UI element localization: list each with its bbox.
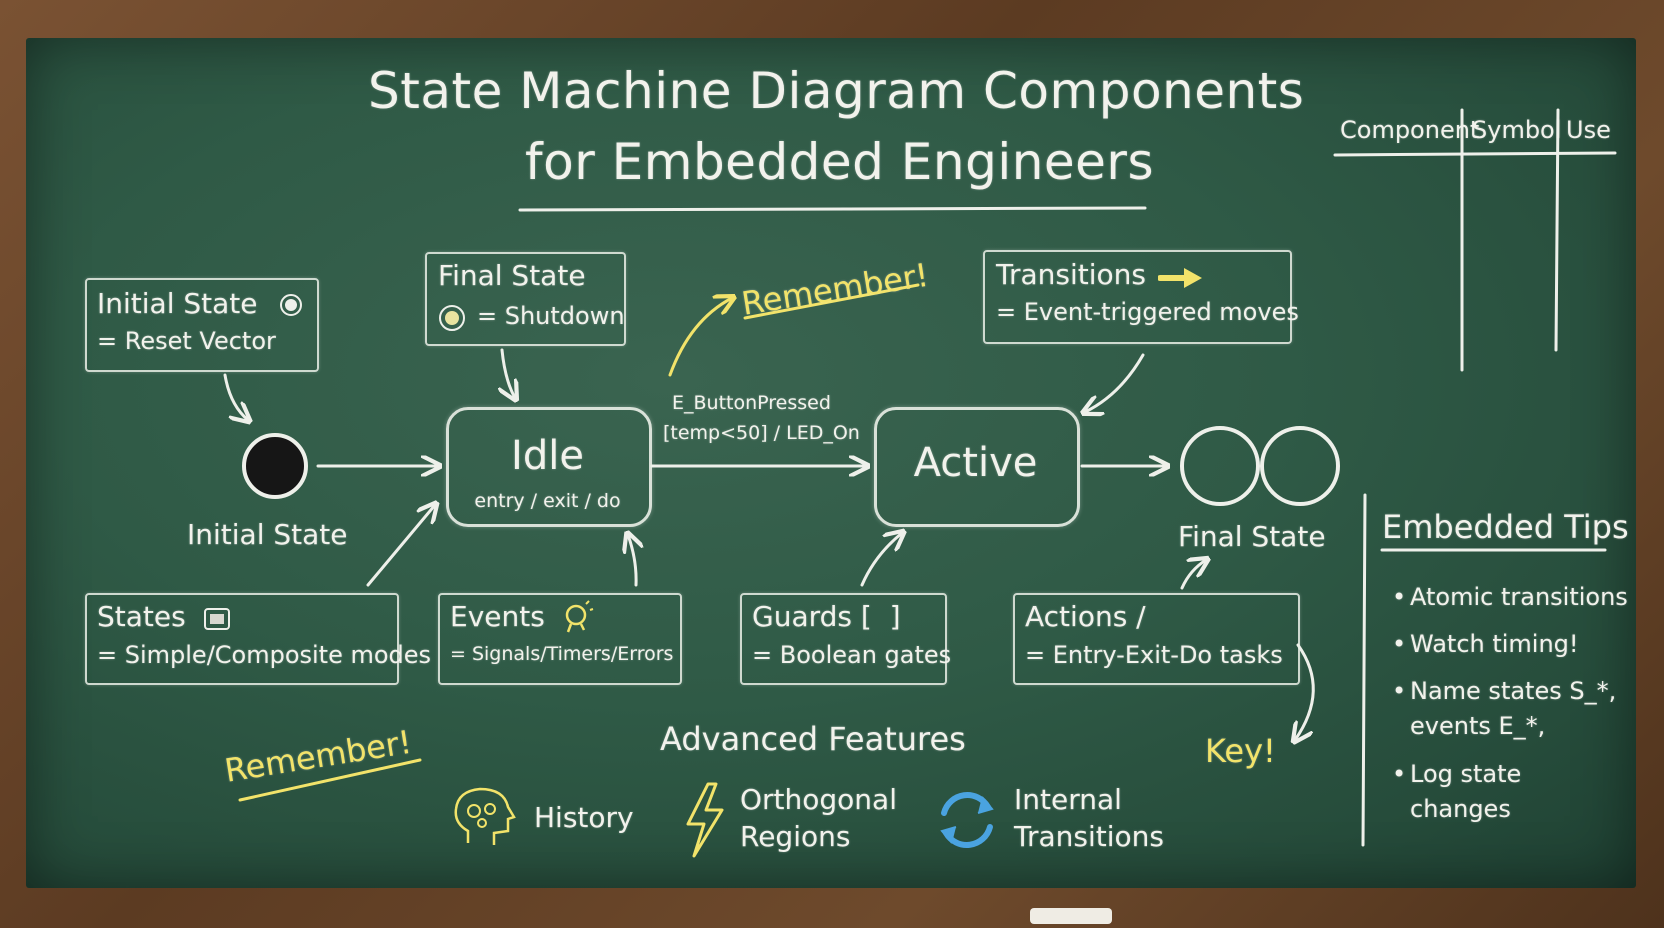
bullseye-icon	[439, 305, 465, 331]
legend-guards-box	[740, 593, 947, 685]
advanced-internal-label-1: Internal	[1014, 783, 1122, 816]
initial-state-dot	[242, 433, 308, 499]
legend-final-title: Final State	[438, 259, 586, 292]
legend-events-title: Events	[450, 600, 545, 633]
legend-guards-title: Guards [ ]	[752, 600, 901, 633]
tip-bullet-2: •	[1392, 630, 1407, 658]
table-header-use: Use	[1566, 116, 1611, 144]
title-line-1: State Machine Diagram Components	[368, 62, 1305, 120]
tip-4-line-2: changes	[1410, 795, 1511, 823]
legend-transitions-title: Transitions	[996, 258, 1146, 291]
final-state-circle-left	[1180, 426, 1260, 506]
lightning-icon	[686, 782, 724, 858]
initial-dot-icon	[280, 294, 302, 316]
chalk-piece	[1030, 908, 1112, 924]
state-active-name: Active	[913, 440, 1038, 486]
arrow-remember-top	[668, 298, 732, 377]
legend-transitions-desc: = Event-triggered moves	[996, 298, 1299, 326]
state-box-icon	[204, 608, 230, 630]
state-idle	[446, 407, 652, 527]
tip-bullet-3: •	[1392, 677, 1407, 705]
tip-3-line-2: events E_*,	[1410, 712, 1546, 740]
advanced-history-label: History	[534, 801, 634, 834]
arrow-initial-box-to-dot	[223, 373, 248, 420]
legend-initial-state-box	[85, 278, 319, 372]
arrow-events-to-idle	[628, 535, 636, 587]
legend-actions-desc: = Entry-Exit-Do tasks	[1025, 641, 1283, 669]
title-underline	[518, 206, 1147, 212]
advanced-internal-label-2: Transitions	[1014, 820, 1164, 853]
transition-event-label: E_ButtonPressed	[672, 392, 831, 414]
transition-guard-label: [temp<50] / LED_On	[663, 422, 860, 444]
legend-states-title: States	[97, 600, 186, 633]
key-note: Key!	[1205, 732, 1276, 770]
tip-bullet-4: •	[1392, 760, 1407, 788]
lightbulb-icon	[565, 600, 594, 633]
final-state-circle-right	[1260, 426, 1340, 506]
title-line-2: for Embedded Engineers	[525, 133, 1155, 191]
table-header-component: Component	[1340, 116, 1480, 144]
tip-2: Watch timing!	[1410, 630, 1579, 658]
legend-actions-box	[1013, 593, 1300, 685]
advanced-orthogonal-label-2: Regions	[740, 820, 851, 853]
tips-divider	[1361, 493, 1367, 847]
legend-actions-title: Actions /	[1025, 600, 1146, 633]
arrow-final-box-to-idle	[502, 348, 515, 398]
legend-initial-desc: = Reset Vector	[97, 327, 276, 355]
tips-title: Embedded Tips	[1382, 508, 1629, 546]
arrow-states-to-idle	[366, 505, 435, 587]
advanced-features-title: Advanced Features	[660, 720, 966, 758]
arrow-actions-to-key	[1295, 643, 1315, 740]
table-header-line	[1333, 151, 1617, 157]
cycle-arrows-icon	[940, 792, 994, 848]
legend-final-state-box	[425, 252, 626, 346]
legend-events-box	[438, 593, 682, 685]
tip-1: Atomic transitions	[1410, 583, 1628, 611]
tip-3-line-1: Name states S_*,	[1410, 677, 1617, 705]
arrow-actions-to-final	[1180, 560, 1206, 590]
legend-initial-title: Initial State	[97, 287, 258, 320]
remember-top-underline	[743, 283, 920, 320]
final-state-label: Final State	[1178, 520, 1326, 553]
legend-states-desc: = Simple/Composite modes	[97, 641, 432, 669]
legend-guards-desc: = Boolean gates	[752, 641, 952, 669]
legend-final-desc: = Shutdown	[477, 302, 625, 330]
legend-transitions-box	[983, 250, 1292, 344]
tip-bullet-1: •	[1392, 583, 1407, 611]
remember-bottom-underline	[238, 758, 422, 802]
tip-4-line-1: Log state	[1410, 760, 1522, 788]
arrow-right-icon	[1158, 268, 1202, 288]
initial-state-label: Initial State	[187, 518, 348, 551]
table-header-symbol: Symbol	[1472, 116, 1562, 144]
arrow-transitions-to-active	[1085, 353, 1145, 412]
state-idle-name: Idle	[511, 433, 584, 479]
legend-states-box	[85, 593, 399, 685]
table-col-line-2	[1554, 108, 1560, 352]
state-idle-sub: entry / exit / do	[474, 490, 621, 512]
brain-gear-icon	[454, 787, 516, 845]
state-active	[874, 407, 1080, 527]
legend-events-desc: = Signals/Timers/Errors	[450, 643, 674, 665]
advanced-orthogonal-label-1: Orthogonal	[740, 783, 897, 816]
arrow-guards-to-active	[860, 533, 902, 587]
